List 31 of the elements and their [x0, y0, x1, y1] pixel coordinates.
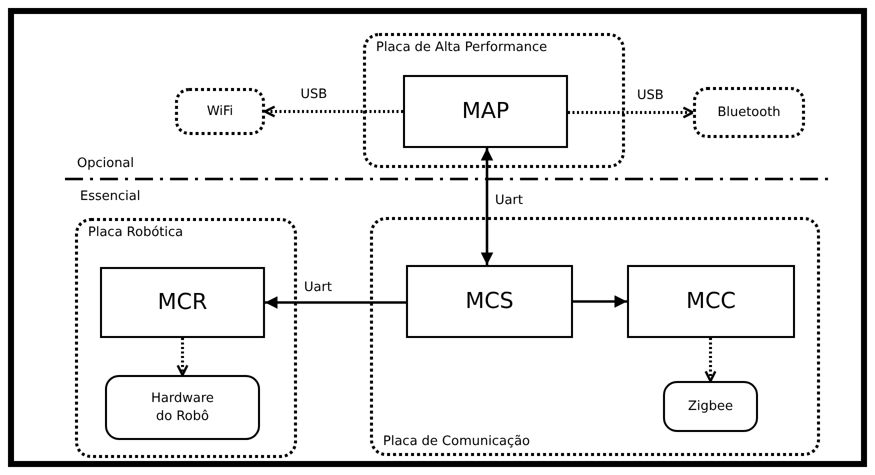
node-label: Bluetooth: [717, 105, 781, 120]
node-label: WiFi: [206, 104, 234, 119]
double-arrow: [480, 148, 494, 265]
process-box: [100, 267, 265, 338]
node-label: MCC: [686, 289, 736, 314]
process-box: [403, 75, 568, 148]
process-box: [406, 265, 573, 338]
dotted-arrow: [568, 106, 694, 118]
edge-label: Uart: [302, 280, 334, 294]
dotted-arrow: [176, 338, 188, 376]
optional-module-box: [693, 87, 805, 138]
group-title: Placa Robótica: [88, 225, 184, 240]
node-label: MCS: [465, 289, 514, 314]
group-title: Placa de Alta Performance: [376, 40, 548, 55]
edge-label: Uart: [493, 192, 525, 208]
arrow: [573, 295, 627, 308]
arrow: [265, 296, 406, 309]
rounded-box: [105, 375, 260, 440]
node-label: Hardware do Robô: [150, 390, 215, 426]
dotted-arrow: [264, 106, 403, 118]
group-container: [363, 33, 625, 168]
group-container: [75, 218, 297, 458]
optional-module-box: [175, 88, 265, 135]
node-label: Zigbee: [688, 398, 734, 416]
group-title: Placa de Comunicação: [383, 434, 530, 449]
node-label: MAP: [462, 99, 510, 124]
dotted-arrow: [704, 338, 716, 382]
rounded-box: [663, 381, 758, 432]
group-container: [370, 217, 820, 456]
node-label: MCR: [158, 290, 208, 315]
process-box: [627, 265, 795, 338]
